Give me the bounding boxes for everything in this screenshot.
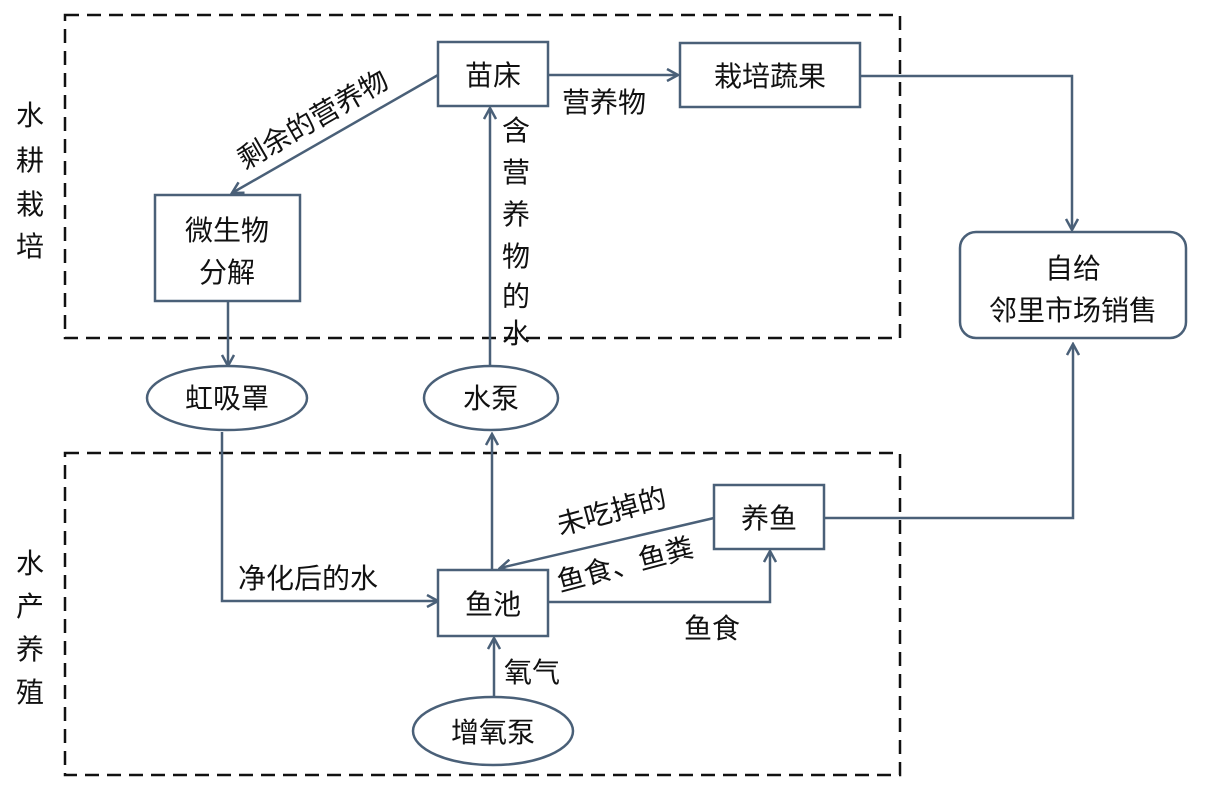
- label-nutrient-water: 含 营 养 物 的 水: [502, 114, 530, 350]
- svg-text:虹吸罩: 虹吸罩: [185, 382, 269, 415]
- node-market: 自给 邻里市场销售: [958, 230, 1188, 340]
- svg-text:养: 养: [16, 633, 44, 666]
- edge-pond-fish: [548, 551, 770, 604]
- node-siphon: 虹吸罩: [145, 364, 309, 432]
- hydroponics-region: [63, 13, 902, 340]
- node-aerator: 增氧泵: [411, 695, 575, 767]
- svg-text:栽: 栽: [16, 188, 44, 221]
- node-vegetables: 栽培蔬果: [678, 41, 862, 109]
- svg-text:培: 培: [16, 230, 44, 263]
- svg-text:产: 产: [16, 590, 44, 623]
- node-seedbed: 苗床: [436, 40, 550, 108]
- svg-text:分解: 分解: [199, 256, 255, 289]
- svg-text:鱼池: 鱼池: [465, 588, 521, 621]
- svg-text:水: 水: [16, 99, 44, 132]
- svg-text:耕: 耕: [16, 144, 44, 177]
- svg-text:营: 营: [502, 156, 530, 189]
- aquaculture-region: [63, 451, 902, 777]
- label-nutrients: 营养物: [562, 86, 646, 119]
- svg-text:含: 含: [502, 114, 530, 147]
- node-fish-farming: 养鱼: [712, 483, 826, 551]
- label-remaining-nutrients: 剩余的营养物: [232, 63, 394, 176]
- svg-text:养鱼: 养鱼: [741, 502, 797, 535]
- label-uneaten-line2: 鱼食、鱼粪: [553, 531, 697, 599]
- svg-text:苗床: 苗床: [465, 59, 521, 92]
- edge-fish-pond: [500, 516, 715, 568]
- svg-text:的: 的: [502, 280, 530, 313]
- svg-text:养: 养: [502, 198, 530, 231]
- label-oxygen: 氧气: [504, 656, 560, 689]
- aquaculture-label: 水 产 养 殖: [16, 547, 44, 709]
- node-fish-pond: 鱼池: [436, 568, 550, 638]
- node-microbe: 微生物 分解: [153, 193, 302, 303]
- svg-text:水: 水: [502, 317, 530, 350]
- edge-vegetables-market: [860, 74, 1072, 230]
- svg-text:邻里市场销售: 邻里市场销售: [989, 294, 1157, 327]
- svg-text:自给: 自给: [1045, 252, 1101, 285]
- edge-seedbed-microbe: [232, 73, 439, 193]
- svg-text:增氧泵: 增氧泵: [451, 716, 535, 749]
- edge-siphon-pond: [220, 432, 438, 601]
- label-purified-water: 净化后的水: [238, 562, 378, 595]
- svg-text:栽培蔬果: 栽培蔬果: [714, 60, 826, 93]
- svg-text:殖: 殖: [16, 676, 44, 709]
- svg-text:微生物: 微生物: [185, 214, 269, 247]
- node-pump: 水泵: [422, 364, 560, 432]
- hydroponics-label: 水 耕 栽 培: [16, 99, 44, 263]
- label-fish-food: 鱼食: [684, 612, 740, 645]
- edge-fish-market: [825, 344, 1073, 520]
- svg-text:物: 物: [502, 240, 530, 273]
- svg-text:水: 水: [16, 547, 44, 580]
- svg-text:水泵: 水泵: [463, 382, 519, 415]
